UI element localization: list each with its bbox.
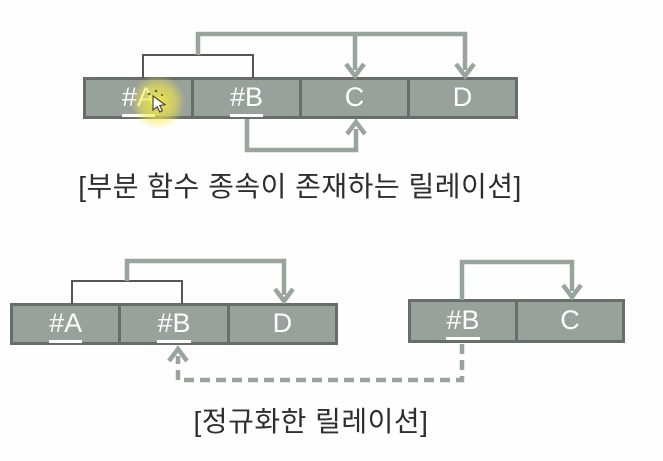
arrow-key-to-d (195, 31, 468, 70)
left-cell-b: #B (118, 306, 226, 343)
cell-label: C (560, 305, 580, 335)
cell-label: D (272, 308, 293, 338)
top-cell-b: #B (191, 80, 299, 117)
bottom-caption: [정규화한 릴레이션] (193, 406, 429, 437)
cell-label: #B (229, 83, 264, 117)
cell-label: #A (49, 309, 83, 343)
cursor-highlight (131, 75, 185, 129)
dashed-foreign-key-link (175, 344, 465, 383)
arrowhead-right-c-icon (561, 283, 583, 301)
cell-label: C (344, 82, 365, 112)
arrow-partial-b-to-c (244, 119, 359, 153)
cell-label: #B (446, 306, 480, 340)
left-cell-d: D (226, 306, 335, 342)
normalized-relation-table-right: #B C (408, 299, 625, 343)
arrowhead-c-icon (344, 62, 366, 80)
cell-label: #B (157, 309, 191, 343)
right-cell-c: C (515, 302, 622, 340)
arrowhead-partial-c-icon (345, 118, 367, 136)
normalized-relation-table-left: #A #B D (10, 303, 338, 345)
cell-label: D (452, 82, 473, 112)
right-cell-b: #B (411, 302, 515, 340)
arrowhead-left-d-icon (273, 287, 295, 305)
arrow-left-key-to-d (124, 258, 287, 295)
arrowhead-d-icon (454, 62, 476, 80)
top-cell-d: D (407, 80, 515, 116)
left-cell-a: #A (13, 306, 118, 343)
top-caption: [부분 함수 종속이 존재하는 릴레이션] (78, 171, 522, 202)
arrow-right-b-to-c (459, 259, 575, 300)
arrowhead-link-icon (167, 345, 189, 363)
bracket-composite-key-left (71, 280, 183, 304)
top-cell-c: C (299, 80, 407, 116)
